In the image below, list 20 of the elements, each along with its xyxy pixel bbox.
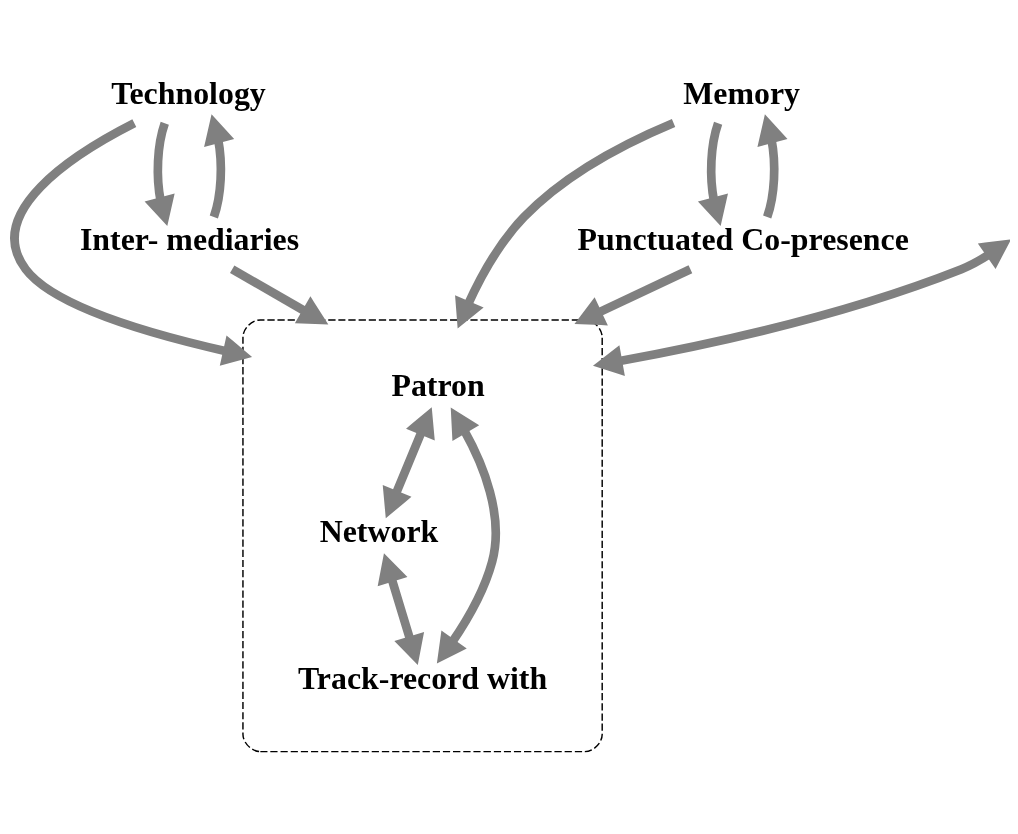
arrow xyxy=(204,114,235,219)
arrow xyxy=(377,553,425,665)
cluster xyxy=(242,319,603,753)
node-text: Track-record with xyxy=(298,660,548,696)
arrow xyxy=(382,407,435,519)
node-text: Patron xyxy=(391,368,485,404)
arrow xyxy=(144,122,175,227)
arrow xyxy=(757,114,788,219)
arrow xyxy=(10,119,253,366)
node-text: Inter- mediaries xyxy=(79,221,300,257)
node-text: Network xyxy=(319,514,439,550)
arrow xyxy=(230,265,329,325)
arrow xyxy=(697,122,728,227)
arrow xyxy=(436,407,500,664)
node-text: Memory xyxy=(683,75,801,111)
arrow xyxy=(455,119,676,329)
node-text: Punctuated Co-presence xyxy=(577,221,909,257)
node-text: Technology xyxy=(111,75,266,111)
arrow xyxy=(592,239,1010,376)
arrow xyxy=(574,265,693,326)
